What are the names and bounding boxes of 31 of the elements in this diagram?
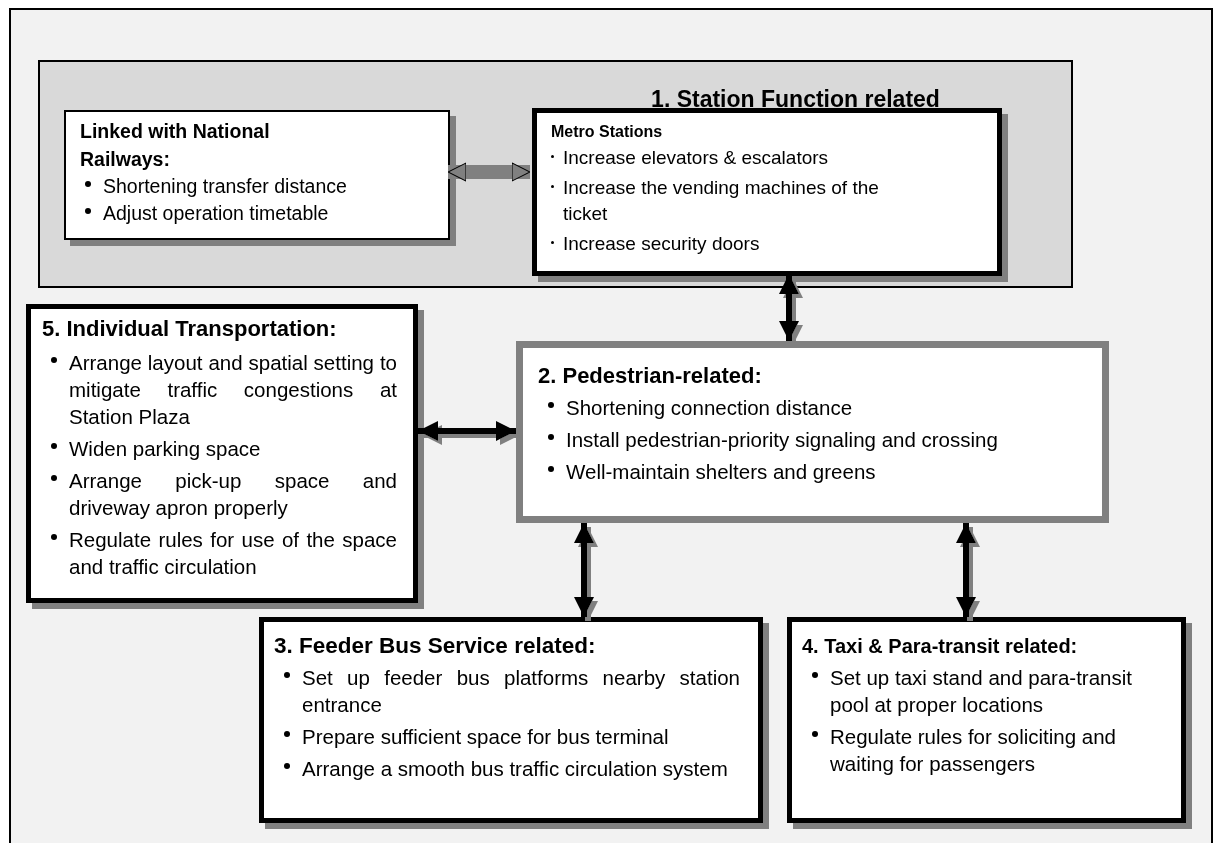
bullet-text: Shortening transfer distance (103, 174, 347, 199)
double-arrow (574, 523, 594, 617)
bullet-text: Adjust operation timetable (103, 201, 329, 226)
box-heading: 5. Individual Transportation: (42, 315, 338, 343)
bullet-text: Arrange a smooth bus traffic circulation system (302, 756, 728, 782)
box-heading: 4. Taxi & Para-transit related: (802, 634, 1079, 659)
bullet-text: Prepare sufficient space for bus terminal (302, 724, 669, 750)
box-heading: 3. Feeder Bus Service related: (274, 632, 597, 660)
double-arrow (779, 274, 799, 341)
double-arrow (956, 523, 976, 617)
bullet-text: Install pedestrian-priority signaling and crossing (566, 427, 998, 453)
bullet-text: Regulate rules for soliciting and waiting for passengers (830, 724, 1118, 777)
bullet-text: Shortening connection distance (566, 395, 853, 421)
box-heading: 2. Pedestrian-related: (538, 362, 763, 390)
bullet-text: Set up feeder bus platforms nearby station entrance (302, 665, 740, 718)
bullet-text: Arrange layout and spatial setting to mitigate traffic congestions at Station Plaza (69, 350, 397, 430)
bullet-text: Increase the vending machines of the ticket (563, 176, 880, 226)
bullet-text: Increase elevators & escalators (563, 146, 829, 170)
bullet-text: Widen parking space (69, 436, 261, 462)
box-heading: 1. Station Function related (650, 85, 941, 114)
bullet-text: Arrange pick-up space and driveway apron properly (69, 468, 397, 521)
group-panel (38, 60, 1073, 288)
bullet-text: Well-maintain shelters and greens (566, 459, 876, 485)
text-box (516, 341, 1109, 523)
bullet-text: Increase security doors (563, 232, 760, 256)
double-arrow (447, 162, 531, 182)
bullet-text: Regulate rules for use of the space and traffic circulation (69, 527, 397, 580)
double-arrow (418, 421, 516, 441)
box-heading: Linked with National Railways: (80, 119, 271, 172)
bullet-text: Set up taxi stand and para-transit pool at proper locations (830, 665, 1133, 718)
box-heading: Metro Stations (551, 122, 664, 142)
